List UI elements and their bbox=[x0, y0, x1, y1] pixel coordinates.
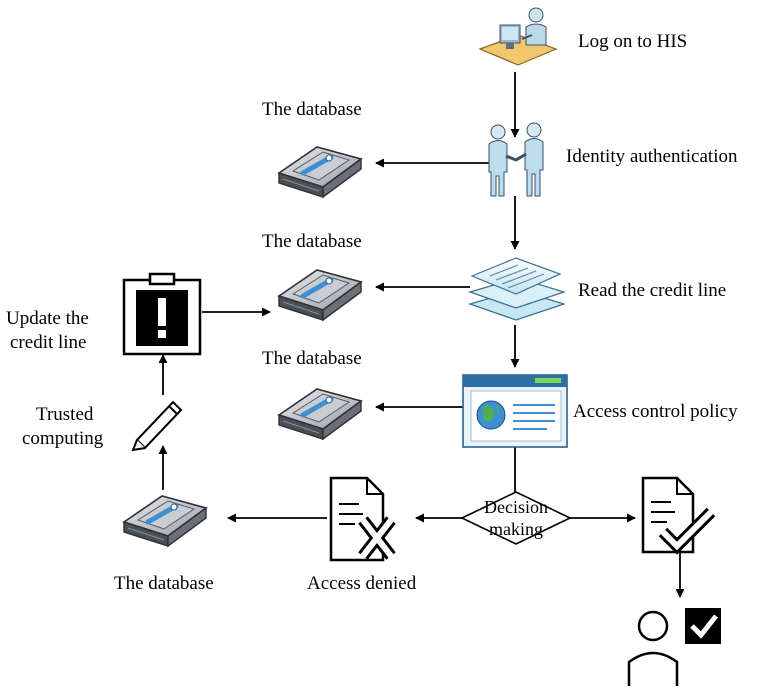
update-credit-line-label-2: credit line bbox=[10, 332, 87, 353]
stacked-documents-icon bbox=[468, 257, 566, 321]
handshake-icon bbox=[488, 122, 544, 197]
user-check-icon bbox=[627, 608, 721, 686]
decision-label-line1: Decision bbox=[484, 497, 548, 517]
document-cross-icon bbox=[329, 476, 396, 562]
document-check-icon bbox=[641, 476, 716, 555]
browser-globe-icon bbox=[462, 374, 568, 448]
decision-diamond bbox=[460, 491, 572, 545]
disk-drive-icon bbox=[279, 270, 361, 320]
disk-drive-icon bbox=[279, 147, 361, 197]
database-label-1: The database bbox=[262, 99, 362, 120]
disk-drive-icon bbox=[124, 496, 206, 546]
access-denied-label: Access denied bbox=[307, 573, 417, 594]
identity-authentication-label: Identity authentication bbox=[566, 146, 738, 167]
trusted-computing-label-1: Trusted bbox=[36, 404, 94, 425]
access-control-policy-label: Access control policy bbox=[573, 401, 738, 422]
user-at-computer-icon bbox=[478, 7, 558, 66]
database-label-4: The database bbox=[114, 573, 214, 594]
clipboard-alert-icon bbox=[122, 272, 202, 356]
connectors bbox=[158, 72, 685, 598]
update-credit-line-label-1: Update the bbox=[6, 308, 89, 329]
disk-drive-icon bbox=[279, 389, 361, 439]
read-credit-line-label: Read the credit line bbox=[578, 280, 727, 301]
log-on-label: Log on to HIS bbox=[578, 31, 688, 52]
database-label-2: The database bbox=[262, 231, 362, 252]
pencil-icon bbox=[131, 400, 183, 452]
decision-label-line2: making bbox=[489, 519, 543, 539]
trusted-computing-label-2: computing bbox=[22, 428, 104, 449]
database-label-3: The database bbox=[262, 348, 362, 369]
